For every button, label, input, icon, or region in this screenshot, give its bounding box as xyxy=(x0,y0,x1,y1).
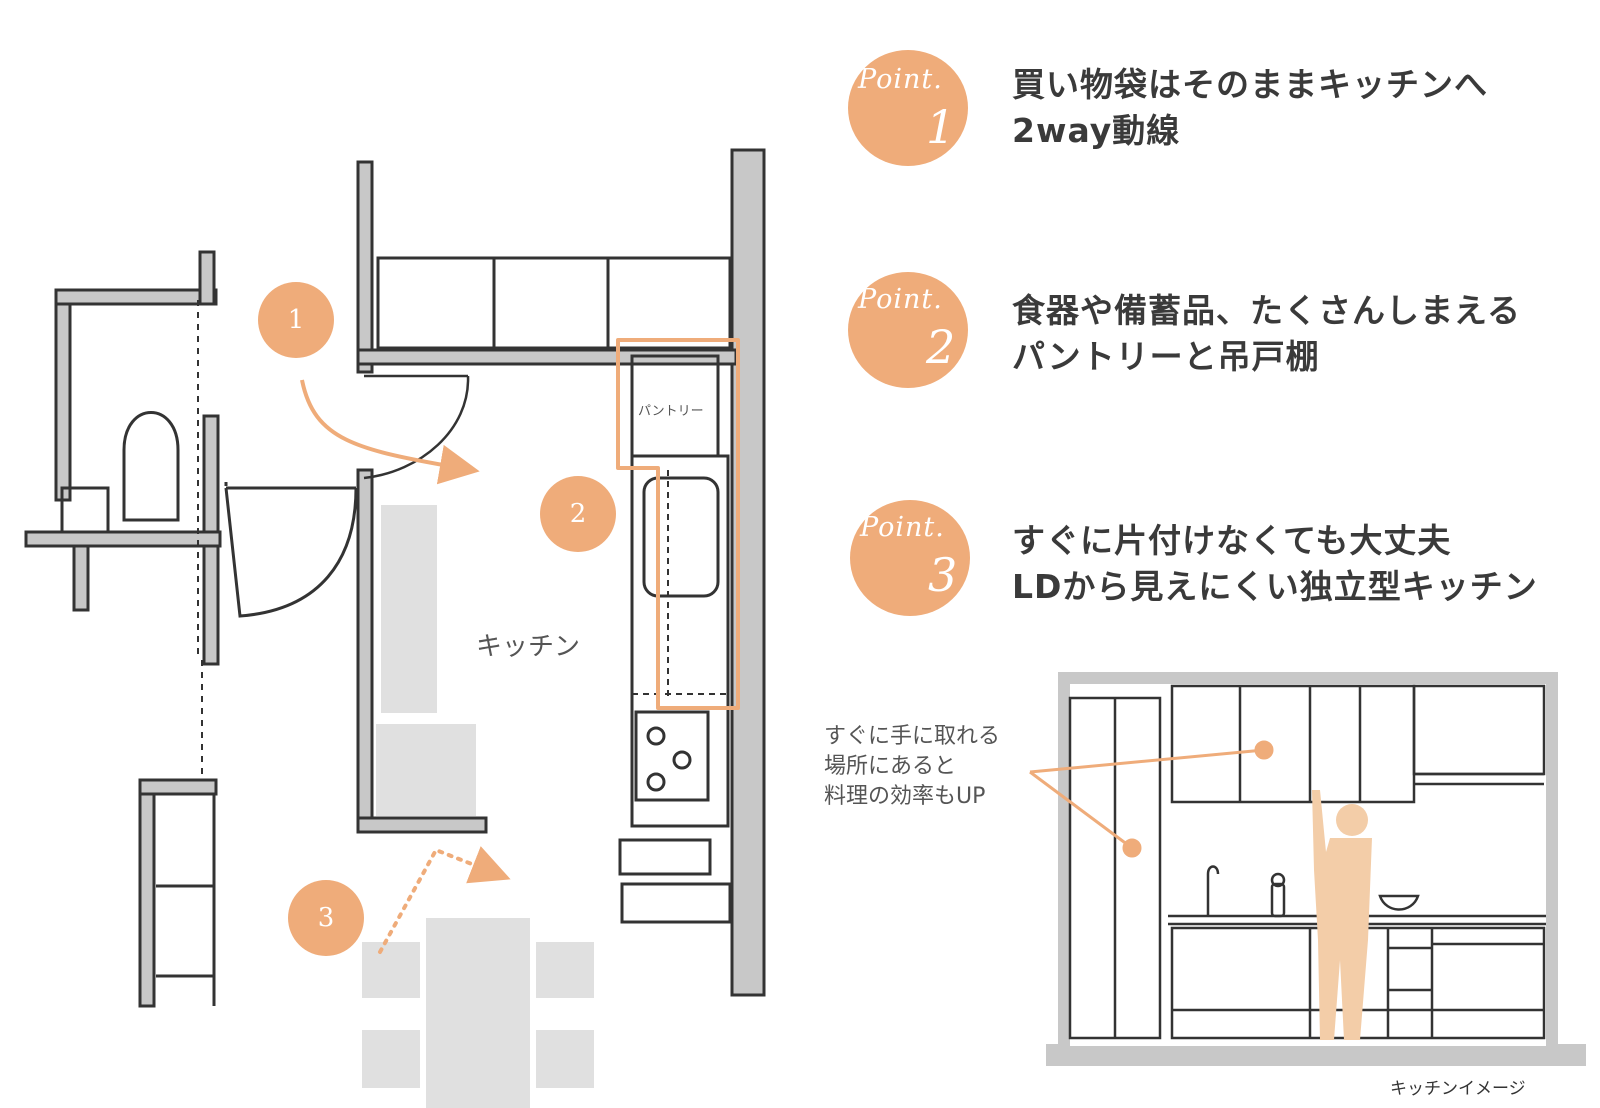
point-badge-3: Point. 3 xyxy=(848,498,984,620)
dining-set xyxy=(362,918,594,1108)
kitchen-furniture xyxy=(376,505,476,816)
flow-arrow-3 xyxy=(378,846,511,954)
point-badge-2: Point. 2 xyxy=(844,268,980,390)
room-label-kitchen: キッチン xyxy=(476,632,581,662)
point-badge-1: Point. 1 xyxy=(844,44,980,166)
point-badge-number: 3 xyxy=(928,548,958,602)
point-badge-label: Point. xyxy=(858,284,943,315)
flow-arrow-1 xyxy=(300,379,480,485)
point-badge-label: Point. xyxy=(858,64,943,95)
elevation-caption: キッチンイメージ xyxy=(1390,1079,1526,1099)
point-text-2: 食器や備蓄品、たくさんしまえる パントリーと吊戸棚 xyxy=(1012,291,1522,376)
upper-cabinets xyxy=(376,256,732,350)
point-badge-number: 1 xyxy=(926,100,956,154)
point-text-1: 買い物袋はそのままキッチンへ 2way動線 xyxy=(1012,65,1488,150)
point-badge-number: 2 xyxy=(926,320,956,374)
kitchen-counter xyxy=(618,454,732,924)
storage-highlight xyxy=(616,338,740,710)
kitchen-walls xyxy=(356,160,738,834)
floorplan-marker-2: 2 xyxy=(540,476,616,552)
pantry-label: パントリー xyxy=(638,404,704,419)
elevation-annotation: すぐに手に取れる 場所にあると 料理の効率もUP xyxy=(824,724,1001,809)
point-text-3: すぐに片付けなくても大丈夫 LDから見えにくい独立型キッチン xyxy=(1012,521,1538,606)
floorplan-marker-3: 3 xyxy=(288,880,364,956)
point-badge-label: Point. xyxy=(860,512,945,543)
person-silhouette xyxy=(1312,790,1372,1040)
floorplan-marker-1: 1 xyxy=(258,282,334,358)
left-rooms xyxy=(24,250,358,1008)
